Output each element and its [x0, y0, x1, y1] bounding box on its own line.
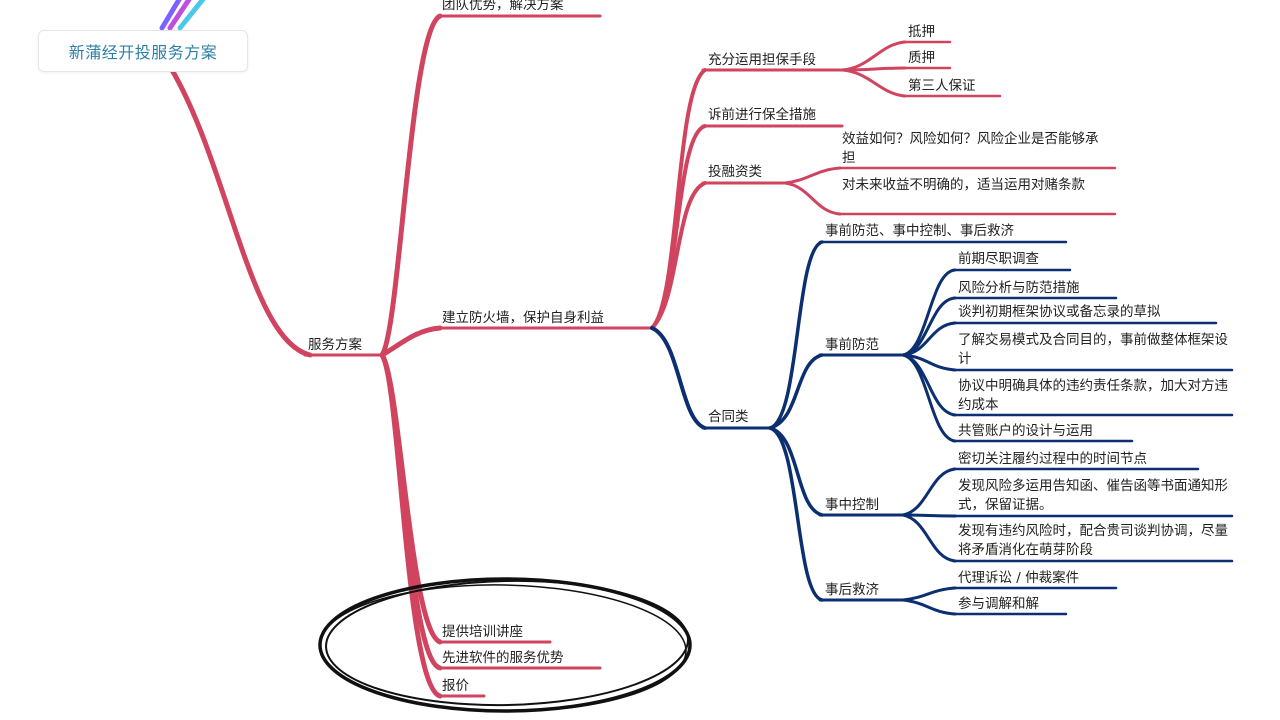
node-litigation[interactable]: 代理诉讼 / 仲裁案件 — [958, 570, 1080, 586]
node-preservation[interactable]: 诉前进行保全措施 — [708, 107, 816, 123]
edge-investment-benefit — [783, 166, 842, 185]
edge-root-firewall — [379, 325, 443, 358]
edge-ctrl-notice — [901, 513, 957, 518]
edge-investment-vam — [783, 181, 842, 216]
node-contract[interactable]: 合同类 — [708, 409, 749, 425]
highlight-ellipse — [318, 577, 692, 713]
blue-branches — [650, 240, 1234, 616]
logo-mark-icon — [159, 0, 206, 31]
node-framework-draft[interactable]: 谈判初期框架协议或备忘录的草拟 — [958, 304, 1161, 320]
edge-firewall-preservation — [650, 124, 707, 330]
node-pledge[interactable]: 质押 — [908, 50, 935, 66]
node-team[interactable]: 团队优势，解决方案 — [442, 0, 564, 13]
edge-firewall-investment — [650, 181, 707, 330]
node-due-diligence[interactable]: 前期尽职调查 — [958, 251, 1039, 267]
node-firewall[interactable]: 建立防火墙，保护自身利益 — [442, 310, 604, 326]
node-guarantee[interactable]: 充分运用担保手段 — [708, 52, 816, 68]
node-time-nodes[interactable]: 密切关注履约过程中的时间节点 — [958, 451, 1147, 467]
node-joint-account[interactable]: 共管账户的设计与运用 — [958, 423, 1093, 439]
edge-prev-dd — [901, 268, 957, 357]
edge-firewall-contract — [650, 326, 707, 430]
edge-ctrl-time — [901, 467, 957, 517]
edge-firewall-guarantee — [650, 68, 707, 330]
edge-prev-joint — [901, 353, 957, 443]
node-vam[interactable]: 对未来收益不明确的，适当运用对赌条款 — [842, 177, 1085, 193]
node-benefit-risk[interactable]: 效益如何？风险如何？风险企业是否能够承担 — [842, 131, 1099, 166]
edge-guarantee-third — [840, 68, 907, 98]
node-risk-analysis[interactable]: 风险分析与防范措施 — [958, 280, 1080, 296]
edge-prev-framework — [901, 321, 957, 357]
node-training[interactable]: 提供培训讲座 — [442, 624, 523, 640]
title-card[interactable]: 新蒲经开投服务方案 — [38, 30, 248, 72]
node-software[interactable]: 先进软件的服务优势 — [442, 650, 564, 666]
edge-contract-prevention — [768, 353, 824, 430]
node-third-party[interactable]: 第三人保证 — [908, 78, 976, 94]
node-understand-mode[interactable]: 了解交易模式及合同目的，事前做整体框架设计 — [958, 332, 1228, 367]
node-root[interactable]: 服务方案 — [308, 337, 362, 353]
edge-rem-litigation — [901, 586, 957, 602]
edge-rem-mediation — [901, 598, 957, 616]
node-notice-letters[interactable]: 发现风险多运用告知函、催告函等书面通知形式，保留证据。 — [958, 478, 1228, 513]
node-mediation[interactable]: 参与调解和解 — [958, 596, 1039, 612]
edge-title-root — [169, 67, 313, 358]
edge-prev-risk — [901, 296, 957, 357]
node-remedy[interactable]: 事后救济 — [825, 582, 879, 598]
red-branches — [169, 13, 1117, 699]
node-prevention[interactable]: 事前防范 — [825, 337, 879, 353]
node-control[interactable]: 事中控制 — [825, 497, 879, 513]
node-mortgage[interactable]: 抵押 — [908, 24, 935, 40]
edge-ctrl-negotiate — [901, 513, 957, 563]
edge-contract-premidpost — [768, 240, 824, 430]
node-liability-clause[interactable]: 协议中明确具体的违约责任条款，加大对方违约成本 — [958, 378, 1228, 413]
node-negotiate[interactable]: 发现有违约风险时，配合贵司谈判协调，尽量将矛盾消化在萌芽阶段 — [958, 523, 1228, 558]
edge-contract-remedy — [768, 426, 824, 602]
edge-root-quote — [379, 352, 443, 699]
edge-guarantee-mortgage — [840, 40, 907, 72]
title-text: 新蒲经开投服务方案 — [68, 43, 218, 62]
edge-root-team — [379, 13, 443, 358]
node-pre-mid-post[interactable]: 事前防范、事中控制、事后救济 — [825, 223, 1014, 239]
node-investment[interactable]: 投融资类 — [708, 164, 762, 180]
node-quote[interactable]: 报价 — [442, 678, 469, 694]
